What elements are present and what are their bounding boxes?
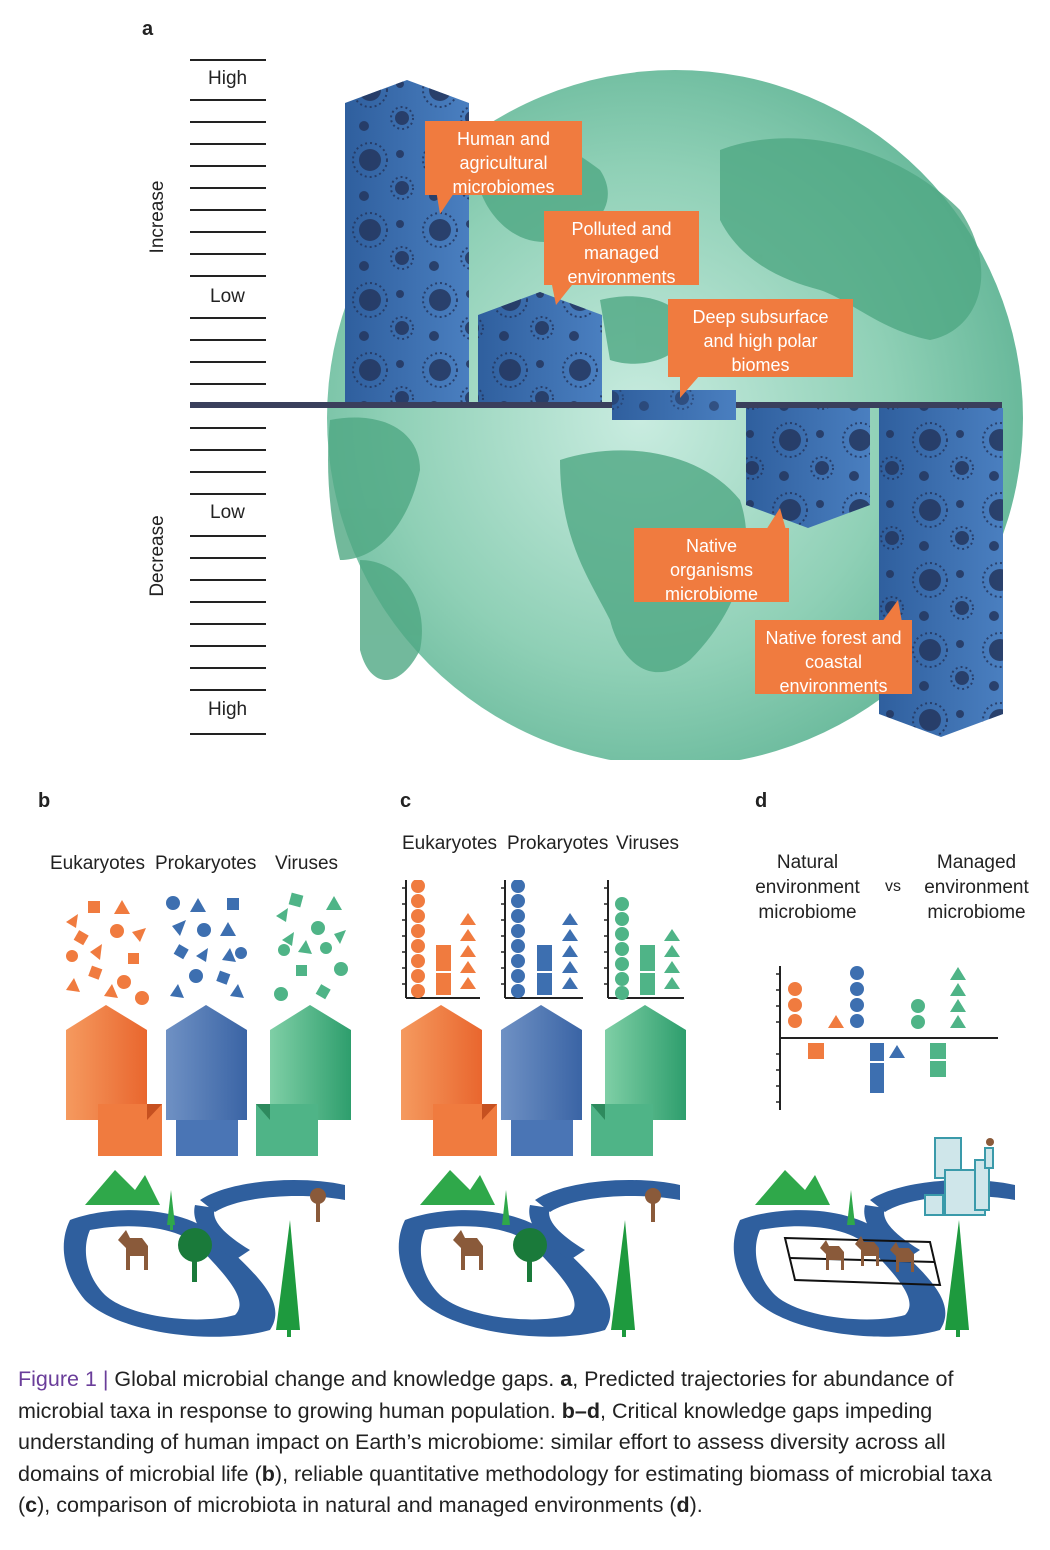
c-chart-prokaryotes xyxy=(501,880,583,999)
b-head-viruses: Viruses xyxy=(275,853,339,874)
c-chart-eukaryotes xyxy=(402,880,480,999)
figure-caption: Figure 1 | Global microbial change and k… xyxy=(18,1364,1028,1522)
caption-ref-c: c xyxy=(25,1493,38,1517)
panel-a-letter: a xyxy=(142,18,154,40)
c-chart-viruses xyxy=(604,880,684,1000)
panel-a-graphic xyxy=(190,59,1023,760)
column-polluted xyxy=(478,292,602,402)
scale-high-top: High xyxy=(208,68,248,89)
callout-polluted: Polluted and managed environments xyxy=(544,211,699,287)
c-head-prokaryotes: Prokaryotes xyxy=(507,833,609,854)
scale-high-bottom: High xyxy=(208,699,248,720)
c-head-viruses: Viruses xyxy=(616,833,680,854)
d-head-vs: vs xyxy=(885,878,901,895)
c-head-eukaryotes: Eukaryotes xyxy=(402,833,498,854)
caption-text-1: Global microbial change and knowledge ga… xyxy=(108,1367,561,1391)
b-virus-shapes xyxy=(274,892,348,1001)
caption-ref-d: d xyxy=(676,1493,690,1517)
callout-tails xyxy=(436,190,902,622)
caption-ref-a: a xyxy=(560,1367,573,1391)
caption-text-6: ). xyxy=(689,1493,703,1517)
b-prokaryote-shapes xyxy=(166,896,247,998)
caption-text-3: , Critical knowledge gaps impeding under… xyxy=(18,1398,946,1486)
axis-increase: Increase xyxy=(147,180,168,254)
panels-bcd-graphic xyxy=(63,880,1015,1337)
d-head-natural: Natural environment microbiome xyxy=(755,852,860,923)
b-eukaryote-shapes xyxy=(66,900,149,1005)
landscape-d xyxy=(733,1137,1015,1337)
column-native-org xyxy=(746,408,870,528)
caption-label: Figure 1 | xyxy=(18,1367,109,1391)
c-arrows xyxy=(401,1005,686,1156)
landscape-b xyxy=(63,1170,345,1337)
caption-text-5: ), comparison of microbiota in natural a… xyxy=(37,1493,677,1517)
callout-native-forest: Native forest and coastal environments xyxy=(755,620,912,696)
callout-native-org: Native organisms microbiome xyxy=(634,528,789,604)
b-head-prokaryotes: Prokaryotes xyxy=(155,853,257,874)
callout-deep: Deep subsurface and high polar biomes xyxy=(668,299,853,377)
axis-decrease: Decrease xyxy=(147,515,168,597)
caption-ref-bd: b–d xyxy=(561,1398,601,1423)
caption-text-4: ), reliable quantitative methodology for… xyxy=(18,1461,992,1518)
scale-ticks xyxy=(190,59,266,735)
landscape-c xyxy=(398,1170,680,1337)
caption-text-2: , Predicted trajectories for abundance o… xyxy=(18,1367,954,1423)
caption-ref-b: b xyxy=(261,1461,275,1486)
panel-b-letter: b xyxy=(38,790,51,812)
scale-low-bottom: Low xyxy=(210,502,245,523)
d-chart xyxy=(776,966,998,1110)
panel-c-letter: c xyxy=(400,790,412,812)
scale-low-top: Low xyxy=(210,286,245,307)
b-arrows xyxy=(66,1005,351,1156)
factory xyxy=(924,1137,994,1216)
column-deep xyxy=(612,390,736,420)
b-head-eukaryotes: Eukaryotes xyxy=(50,853,146,874)
d-head-managed: Managed environment microbiome xyxy=(924,852,1029,923)
panel-d-letter: d xyxy=(755,790,768,812)
callout-human: Human and agricultural microbiomes xyxy=(425,121,582,197)
